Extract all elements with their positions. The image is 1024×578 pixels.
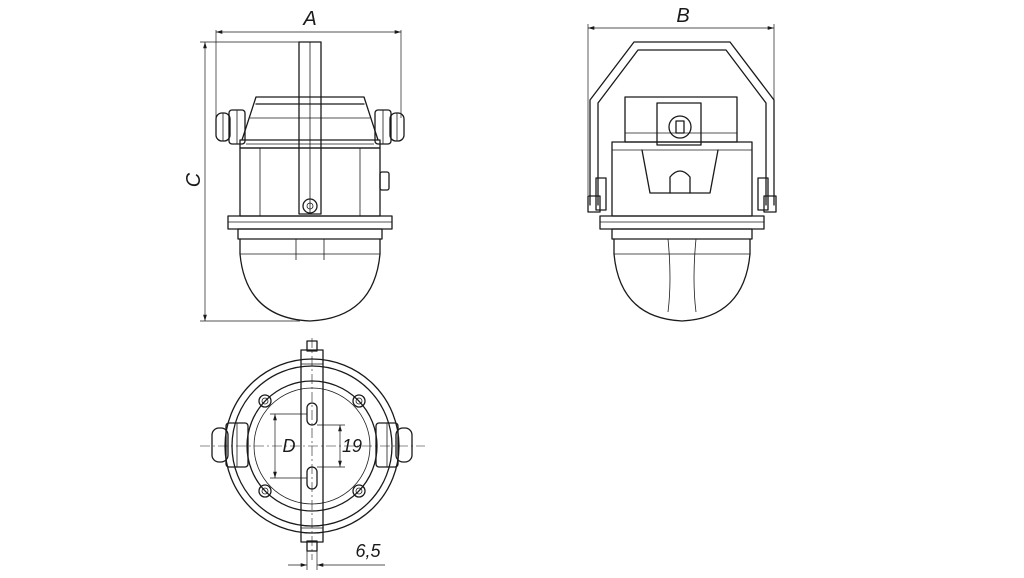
side-flange bbox=[599, 215, 765, 240]
dimension-a-label: A bbox=[302, 8, 316, 30]
dimension-b: B bbox=[587, 5, 775, 195]
mounting-bracket bbox=[298, 41, 322, 215]
side-bracket bbox=[587, 41, 777, 213]
top-gland-right bbox=[375, 422, 413, 468]
cable-gland-left bbox=[215, 109, 246, 145]
side-body bbox=[611, 141, 753, 217]
dimension-c: C bbox=[183, 41, 300, 322]
glass-dome bbox=[239, 238, 381, 322]
top-view: D 19 6,5 bbox=[200, 338, 425, 570]
housing-top bbox=[239, 96, 381, 149]
flange-bolts bbox=[258, 394, 366, 498]
top-gland-left bbox=[211, 422, 249, 468]
housing-body bbox=[239, 147, 390, 217]
dimension-b-label: B bbox=[676, 5, 689, 27]
dimension-slot-length: 19 bbox=[317, 424, 362, 468]
side-glass-dome bbox=[613, 238, 751, 322]
dimension-slot-width-label: 6,5 bbox=[355, 541, 381, 561]
flange bbox=[227, 215, 393, 240]
dimension-c-label: C bbox=[183, 172, 205, 187]
dimension-slot-width: 6,5 bbox=[288, 541, 385, 570]
terminal-box bbox=[624, 96, 738, 146]
cable-gland-right bbox=[374, 109, 405, 145]
dimension-slot-length-label: 19 bbox=[342, 436, 362, 456]
dimension-d-label: D bbox=[283, 436, 296, 456]
dimension-a: A bbox=[215, 8, 402, 118]
front-view: A C bbox=[183, 8, 405, 322]
side-view: B bbox=[587, 5, 777, 322]
dimension-d: D bbox=[270, 413, 307, 479]
